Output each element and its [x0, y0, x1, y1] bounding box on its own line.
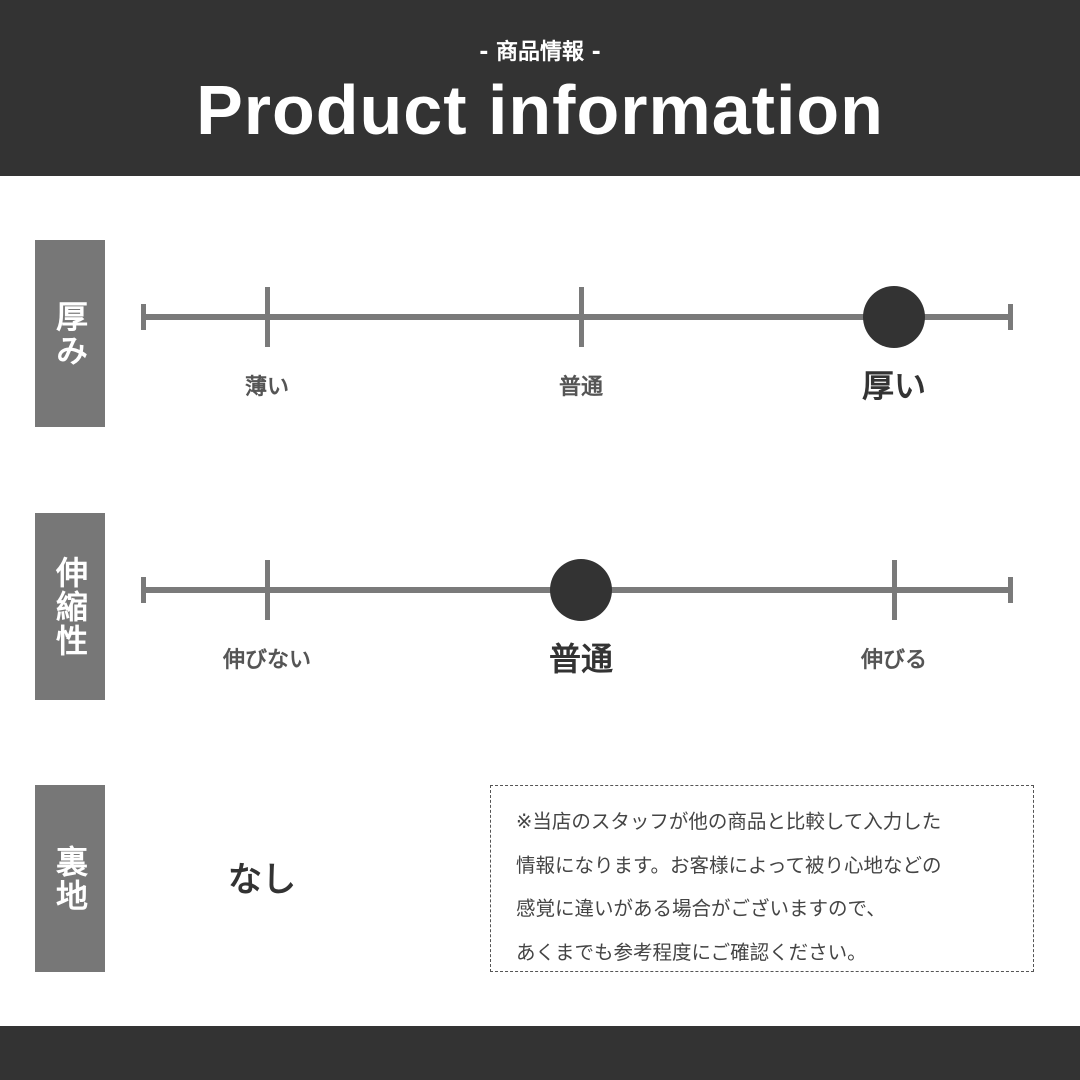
thickness-label-text: 厚み	[51, 299, 89, 368]
scale-option-label: 厚い	[861, 367, 926, 405]
scale-tick	[265, 287, 270, 347]
scale-tick	[579, 287, 584, 347]
note-line: 情報になります。お客様によって被り心地などの	[516, 853, 942, 877]
header-title: Product information	[196, 71, 884, 149]
scale-option-label: 伸びる	[860, 648, 927, 673]
disclaimer-note: ※当店のスタッフが他の商品と比較して入力した 情報になります。お客様によって被り…	[490, 785, 1034, 972]
selected-marker	[550, 559, 612, 621]
scale-end-tick	[141, 577, 146, 603]
stretch-label: 伸縮性	[35, 513, 105, 700]
stretch-scale: 伸びない 普通 伸びる	[0, 559, 1080, 710]
scale-option-label: 伸びない	[222, 648, 311, 673]
stretch-label-text: 伸縮性	[51, 555, 89, 658]
scale-tick	[265, 560, 270, 620]
scale-tick	[892, 560, 897, 620]
lining-label-text: 裏地	[51, 844, 89, 913]
header-subtitle: - 商品情報 -	[479, 40, 601, 65]
note-line: ※当店のスタッフが他の商品と比較して入力した	[516, 810, 942, 833]
scale-option-label: 薄い	[244, 375, 289, 400]
thickness-label: 厚み	[35, 240, 105, 427]
selected-marker	[863, 286, 925, 348]
footer-band	[0, 1026, 1080, 1080]
scale-option-label: 普通	[548, 640, 613, 678]
scale-end-tick	[1008, 577, 1013, 603]
lining-value: なし	[228, 860, 296, 900]
scale-end-tick	[1008, 304, 1013, 330]
lining-label: 裏地	[35, 785, 105, 972]
note-line: 感覚に違いがある場合がございますので、	[516, 897, 886, 920]
scale-end-tick	[141, 304, 146, 330]
thickness-scale: 薄い 普通 厚い	[0, 286, 1080, 437]
scale-line	[143, 314, 1012, 320]
header-banner: - 商品情報 - Product information	[0, 0, 1080, 176]
note-line: あくまでも参考程度にご確認ください。	[516, 940, 867, 964]
scale-option-label: 普通	[558, 375, 603, 400]
